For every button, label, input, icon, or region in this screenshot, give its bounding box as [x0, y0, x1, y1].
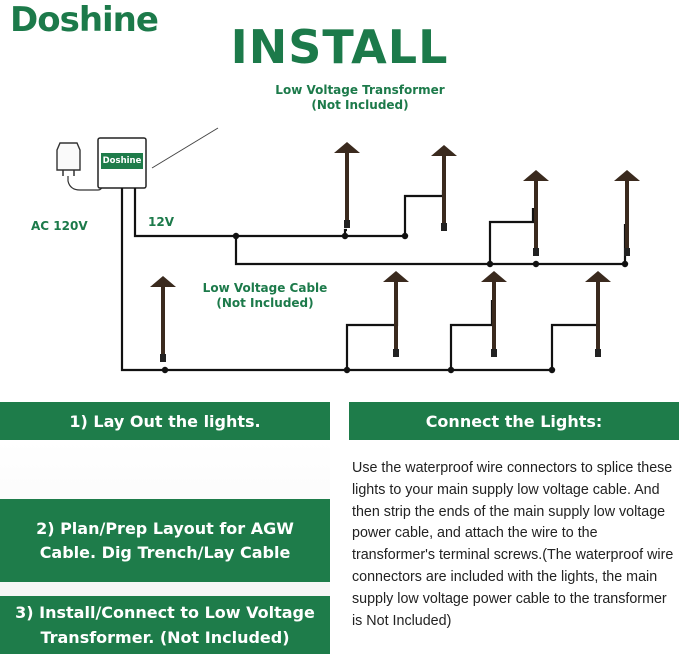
transformer-label-name: Low Voltage Transformer — [275, 83, 445, 97]
dc-voltage-label: 12V — [148, 215, 174, 229]
path-light-icon — [383, 271, 409, 357]
step-3-banner: 3) Install/Connect to Low Voltage Transf… — [0, 596, 330, 654]
step-3-line-2: Transformer. (Not Included) — [40, 628, 290, 647]
step-1-banner: 1) Lay Out the lights. — [0, 402, 330, 440]
cable-wires — [120, 188, 627, 372]
wiring-diagram — [56, 127, 640, 374]
path-light-icon — [481, 271, 507, 357]
ac-plug-icon — [56, 142, 103, 191]
step-2-line-2: Cable. Dig Trench/Lay Cable — [39, 542, 291, 562]
step-3-line-1: 3) Install/Connect to Low Voltage — [15, 603, 315, 622]
step-2-banner: 2) Plan/Prep Layout for AGW Cable. Dig T… — [0, 499, 330, 582]
path-light-icon — [334, 142, 360, 228]
junction-dots — [161, 232, 629, 374]
ac-voltage-label: AC 120V — [31, 219, 88, 233]
transformer-pointer-line — [151, 127, 219, 169]
cable-label-name: Low Voltage Cable — [202, 281, 328, 295]
path-light-icon — [523, 170, 549, 256]
brand-logo: Doshine — [10, 0, 159, 40]
transformer-box-label: Doshine — [101, 153, 143, 169]
cable-label-note: (Not Included) — [216, 296, 314, 310]
transformer-label: Low Voltage Transformer (Not Included) — [250, 83, 470, 113]
page-title: INSTALL — [230, 20, 449, 74]
connect-heading: Connect the Lights: — [349, 402, 679, 440]
path-light-icon — [431, 145, 457, 231]
transformer-label-note: (Not Included) — [311, 98, 409, 112]
path-light-icon — [150, 276, 176, 362]
path-light-icon — [585, 271, 611, 357]
cable-label: Low Voltage Cable (Not Included) — [190, 281, 340, 311]
connect-instructions: Use the waterproof wire connectors to sp… — [352, 460, 674, 629]
path-light-icon — [614, 170, 640, 256]
step-2-line-1: 2) Plan/Prep Layout for AGW — [36, 518, 294, 538]
